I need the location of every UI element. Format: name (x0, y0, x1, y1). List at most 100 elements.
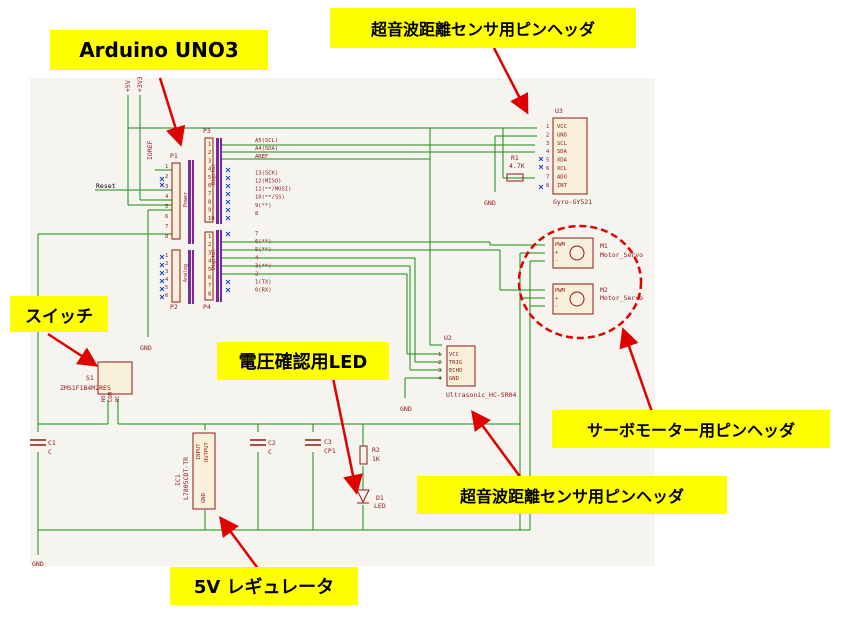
r1-value: 4.7K (509, 162, 525, 170)
c1-ref: C1 (48, 439, 56, 447)
p4-pin-number: 5 (208, 267, 211, 273)
p3-pin-number: 6 (208, 183, 211, 189)
p3-pin-number: 5 (208, 175, 211, 181)
m1-pin-name: + (555, 250, 559, 256)
m1-pin-name: PWM (555, 242, 566, 248)
p4-ref: P4 (203, 303, 211, 311)
p3-connector-body (204, 137, 214, 223)
p2-ref: P2 (170, 303, 178, 311)
p3-pin-number: 7 (208, 191, 211, 197)
p4-signal-label: 0(RX) (255, 288, 272, 294)
u3-pin-number: 2 (546, 132, 549, 138)
p4-connector-body (204, 231, 214, 301)
u3-pin-number: 4 (546, 149, 550, 155)
p3-pin-number: 8 (208, 199, 211, 205)
p4-pin-number: 8 (208, 291, 211, 297)
m2-pin-name: + (555, 296, 559, 302)
u3-pin-name: XDA (557, 158, 568, 164)
p4-signal-label: 6(**) (255, 239, 272, 245)
u3-ref: U3 (555, 107, 563, 115)
u3-pin-name: ADO (557, 174, 567, 180)
u2-pin-number: 2 (438, 360, 441, 366)
s1-ref: S1 (86, 374, 94, 382)
p2-pin-number: 3 (165, 269, 168, 275)
p4-signal-label: 2 (255, 272, 258, 278)
p2-pin-number: 5 (165, 285, 168, 291)
ic1-pin-name: OUTPUT (204, 441, 210, 462)
ic1-regulator-body (192, 432, 216, 510)
p3-pin-number: 10 (208, 216, 215, 222)
r2-ref: R2 (372, 446, 380, 454)
p1-pin-number: 8 (165, 234, 168, 240)
callout-servo-header: サーボモーター用ピンヘッダ (552, 410, 830, 448)
m1-servo-body (552, 237, 594, 269)
p2-pin-number: 1 (165, 253, 168, 259)
u3-pin-name: INT (557, 183, 568, 189)
p3-signal-label: 11(**/MOSI) (255, 187, 291, 193)
u3-pin-name: VCC (557, 124, 567, 130)
u3-pin-number: 7 (546, 174, 549, 180)
u2-pin-name: GND (449, 376, 459, 382)
callout-switch: スイッチ (10, 296, 108, 332)
p1-name: Power (183, 192, 189, 207)
d1-ref: D1 (376, 494, 384, 502)
p4-signal-label: 1(TX) (255, 280, 272, 286)
p3-signal-label: A4(SDA) (255, 146, 278, 152)
p1-pin-number: 3 (165, 184, 168, 190)
c3-value: CP1 (324, 447, 336, 455)
p4-pin-number: 6 (208, 275, 211, 281)
u3-pin-number: 5 (546, 158, 549, 164)
u2-ref: U2 (444, 334, 452, 342)
callout-arrows (47, 47, 654, 575)
m1-ref: M1 (600, 242, 608, 250)
p2-pin-number: 4 (165, 277, 169, 283)
m2-servo-wheel (569, 291, 585, 307)
ic1-ref: IC1 (174, 474, 182, 486)
p3-signal-label: 10(**/SS) (255, 195, 285, 201)
gnd-label-gyro: GND (484, 199, 496, 207)
gnd-label-p1: GND (140, 344, 152, 352)
p3-pin-number: 3 (208, 158, 211, 164)
p4-pin-number: 1 (208, 234, 211, 240)
p4-signal-label: 4 (255, 255, 259, 261)
m2-pin-name: - (555, 304, 558, 310)
ic1-pin-name: GND (201, 493, 207, 503)
r2-value: 1K (372, 455, 380, 463)
u2-pin-number: 3 (438, 368, 441, 374)
p1-pin-number: 2 (165, 174, 168, 180)
u2-value: Ultrasonic_HC-SR04 (446, 391, 517, 399)
p1-pin-number: 5 (165, 204, 168, 210)
p3-name: Digital (211, 164, 217, 185)
ioref-label: IOREF (146, 140, 154, 160)
s1-pin-name: NO (101, 395, 107, 402)
p3-signal-label: A5(SCL) (255, 138, 278, 144)
callout-voltage-led: 電圧確認用LED (217, 342, 389, 380)
no-connect-marks (159, 156, 544, 300)
power-label-3v3: +3V3 (136, 76, 144, 92)
s1-pin-name: COM (108, 391, 114, 402)
p1-pin-number: 4 (165, 194, 169, 200)
m2-value: Motor_Servo (600, 294, 643, 302)
u3-pin-name: GND (557, 132, 567, 138)
u2-pin-number: 4 (438, 376, 442, 382)
m2-pin-name: PWM (555, 288, 566, 294)
r1-resistor-body (506, 173, 524, 182)
u2-pin-name: VCC (449, 352, 459, 358)
p4-pin-number: 7 (208, 283, 211, 289)
p2-name: Analog (183, 264, 189, 282)
s1-switch-body (97, 361, 133, 395)
m2-ref: M2 (600, 286, 608, 294)
u3-gyro-body (552, 117, 588, 195)
callout-ultrasonic-top: 超音波距離センサ用ピンヘッダ (330, 8, 636, 48)
p4-signal-label: 3(**) (255, 263, 272, 269)
p3-ref: P3 (203, 127, 211, 135)
p4-name: Digital (211, 249, 217, 270)
callout-arduino-uno3: Arduino UNO3 (50, 30, 268, 70)
u2-pin-name: TRIG (449, 360, 462, 366)
p4-signal-label: 7 (255, 231, 258, 237)
c2-value: C (268, 448, 272, 456)
p1-ref: P1 (170, 152, 178, 160)
ic1-pin-name: INPUT (196, 443, 202, 460)
c3-ref: C3 (324, 438, 332, 446)
